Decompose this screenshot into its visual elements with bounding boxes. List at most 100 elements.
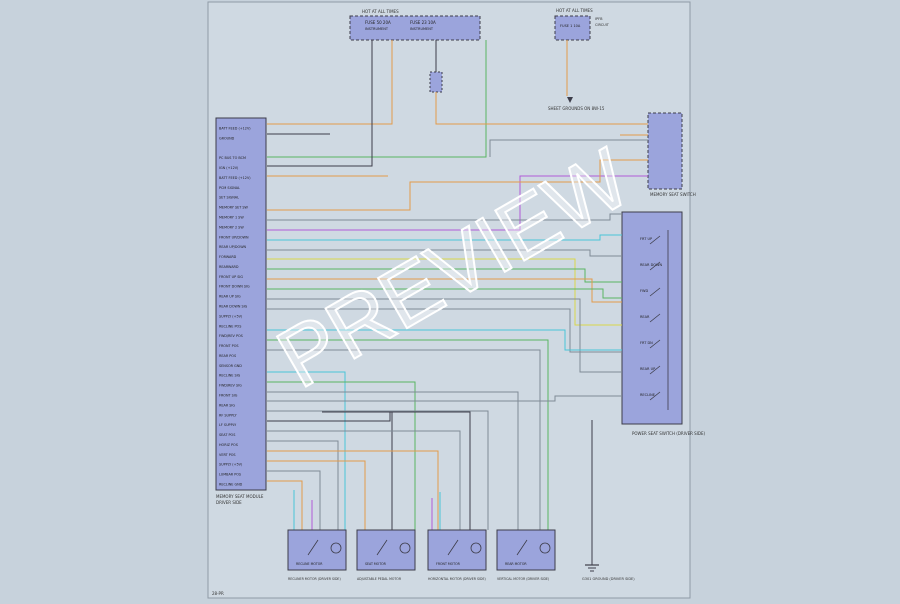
ecu-pin-label: MEMORY SET SW bbox=[219, 206, 249, 210]
ecu-pin-label: FRONT SIG bbox=[219, 394, 238, 398]
wire bbox=[267, 430, 461, 530]
wire bbox=[267, 40, 373, 167]
ecu-pin-label: FRONT POS bbox=[219, 344, 239, 348]
seat-switch-position-label: REAR bbox=[640, 315, 650, 319]
motor-name: REAR MOTOR bbox=[505, 562, 527, 566]
motor-switch bbox=[376, 539, 388, 556]
top-box-2-fuse: FUSE 23 10A bbox=[410, 20, 436, 25]
motor-switch bbox=[447, 539, 459, 556]
inline-fuse bbox=[429, 71, 443, 93]
top-box-3-header: HOT AT ALL TIMES bbox=[556, 8, 593, 13]
ecu-pin-label: IGN (+12V) bbox=[219, 166, 239, 170]
top-fuse-box-1: HOT AT ALL TIMES FUSE 50 20A INSTRUMENT … bbox=[349, 9, 481, 41]
top-box-3-fuse: FUSE 1 10A bbox=[560, 24, 581, 28]
ecu-pin-label: REAR UP/DOWN bbox=[219, 245, 247, 249]
memory-switch-label: MEMORY SEAT SWITCH bbox=[650, 192, 696, 197]
memory-seat-switch bbox=[647, 112, 683, 190]
wire bbox=[267, 349, 541, 530]
wire bbox=[267, 258, 622, 326]
ecu-pin-label: SUPPLY (+5V) bbox=[219, 463, 243, 467]
wire bbox=[489, 139, 648, 157]
motor-symbol bbox=[330, 542, 342, 554]
wire bbox=[267, 480, 303, 530]
switch-contact bbox=[649, 339, 661, 349]
wire bbox=[435, 92, 648, 125]
motor-box bbox=[356, 529, 416, 571]
ecu-pin-label: REAR POS bbox=[219, 354, 236, 358]
wire bbox=[267, 450, 439, 530]
motor-name: SEAT MOTOR bbox=[365, 562, 387, 566]
ground-g301: G301 GROUND (DRIVER SIDE) bbox=[582, 420, 635, 581]
wire bbox=[267, 470, 321, 530]
seat-switch-position-label: FWD bbox=[640, 289, 648, 293]
switch-contact bbox=[649, 235, 661, 245]
ecu-pin-label: BATT FEED (+12V) bbox=[219, 127, 251, 131]
ecu-pin-label: SEAT POS bbox=[219, 433, 235, 437]
motor-caption: HORIZONTAL MOTOR (DRIVER SIDE) bbox=[428, 577, 486, 581]
wire bbox=[267, 288, 622, 299]
seat-switch-position-label: REAR DOWN bbox=[640, 263, 662, 267]
ecu-pin-label: RECLINE GND bbox=[219, 483, 243, 487]
ecu-pin-label: FWD/REV SIG bbox=[219, 384, 242, 388]
top-fuse-box-2: HOT AT ALL TIMES FUSE 1 10A IPFB CIRCUIT bbox=[554, 8, 610, 41]
wire bbox=[267, 268, 622, 283]
ground-arrow bbox=[567, 97, 573, 103]
wire bbox=[322, 411, 471, 530]
wire bbox=[267, 40, 487, 158]
wire bbox=[267, 381, 416, 530]
ecu-pin-label: LUMBAR POS bbox=[219, 473, 241, 477]
motor-name: FRONT MOTOR bbox=[436, 562, 461, 566]
ecu-pin-label: FRONT UP/DOWN bbox=[219, 235, 249, 239]
ecu-pin-label: RECLINE SIG bbox=[219, 374, 241, 378]
motor-symbol bbox=[470, 542, 482, 554]
motor-name: RECLINE MOTOR bbox=[296, 562, 323, 566]
page-code: 28-PR bbox=[212, 591, 224, 596]
wire bbox=[267, 371, 346, 530]
ecu-pin-label: GROUND bbox=[219, 136, 235, 140]
ecu-pin-label: MEMORY 2 SW bbox=[219, 225, 244, 229]
ecu-pin-label: PCM SIGNAL bbox=[219, 186, 240, 190]
wire bbox=[267, 391, 519, 530]
motor-switch bbox=[516, 539, 528, 556]
seat-switch-position-label: FRT UP bbox=[640, 237, 652, 241]
wire bbox=[267, 298, 622, 373]
wire bbox=[267, 249, 622, 257]
ecu-pin-label: FWD/REV POS bbox=[219, 334, 243, 338]
top-box-3-line-2: CIRCUIT bbox=[595, 23, 610, 27]
switch-contact bbox=[649, 287, 661, 297]
wire bbox=[267, 278, 622, 303]
wire bbox=[267, 213, 622, 221]
wire bbox=[267, 339, 549, 530]
ground-label: G301 GROUND (DRIVER SIDE) bbox=[582, 577, 635, 581]
ecu-pin-label: VERT POS bbox=[219, 453, 236, 457]
wire bbox=[267, 159, 648, 211]
motor-symbol bbox=[399, 542, 411, 554]
motor-box bbox=[287, 529, 347, 571]
top-box-1-header: HOT AT ALL TIMES bbox=[362, 9, 399, 14]
switch-contact bbox=[649, 261, 661, 271]
diagram-sheet bbox=[207, 1, 691, 599]
wire bbox=[267, 308, 622, 353]
switch-contact bbox=[649, 365, 661, 375]
ecu-pin-label: FORWARD bbox=[219, 255, 237, 259]
motor-box bbox=[496, 529, 556, 571]
ecu-pin-label: REAR DOWN SIG bbox=[219, 305, 248, 309]
motor-symbol bbox=[539, 542, 551, 554]
ecu-pin-label: RECLINE POS bbox=[219, 324, 241, 328]
top-box-2-line-1: INSTRUMENT bbox=[410, 27, 434, 31]
ecu-pin-label: REARWARD bbox=[219, 265, 239, 269]
top-box-1-line-1: INSTRUMENT bbox=[365, 27, 389, 31]
top-box-3-line-1: IPFB bbox=[595, 17, 603, 21]
seat-switch-label: POWER SEAT SWITCH (DRIVER SIDE) bbox=[632, 431, 705, 436]
seat-switch-position-label: REAR UP bbox=[640, 367, 655, 371]
wire bbox=[267, 329, 622, 351]
seat-switch-position-label: RECLINE bbox=[640, 393, 655, 397]
ecu-pin-label: RF SUPPLY bbox=[219, 413, 238, 417]
switch-contact bbox=[649, 313, 661, 323]
